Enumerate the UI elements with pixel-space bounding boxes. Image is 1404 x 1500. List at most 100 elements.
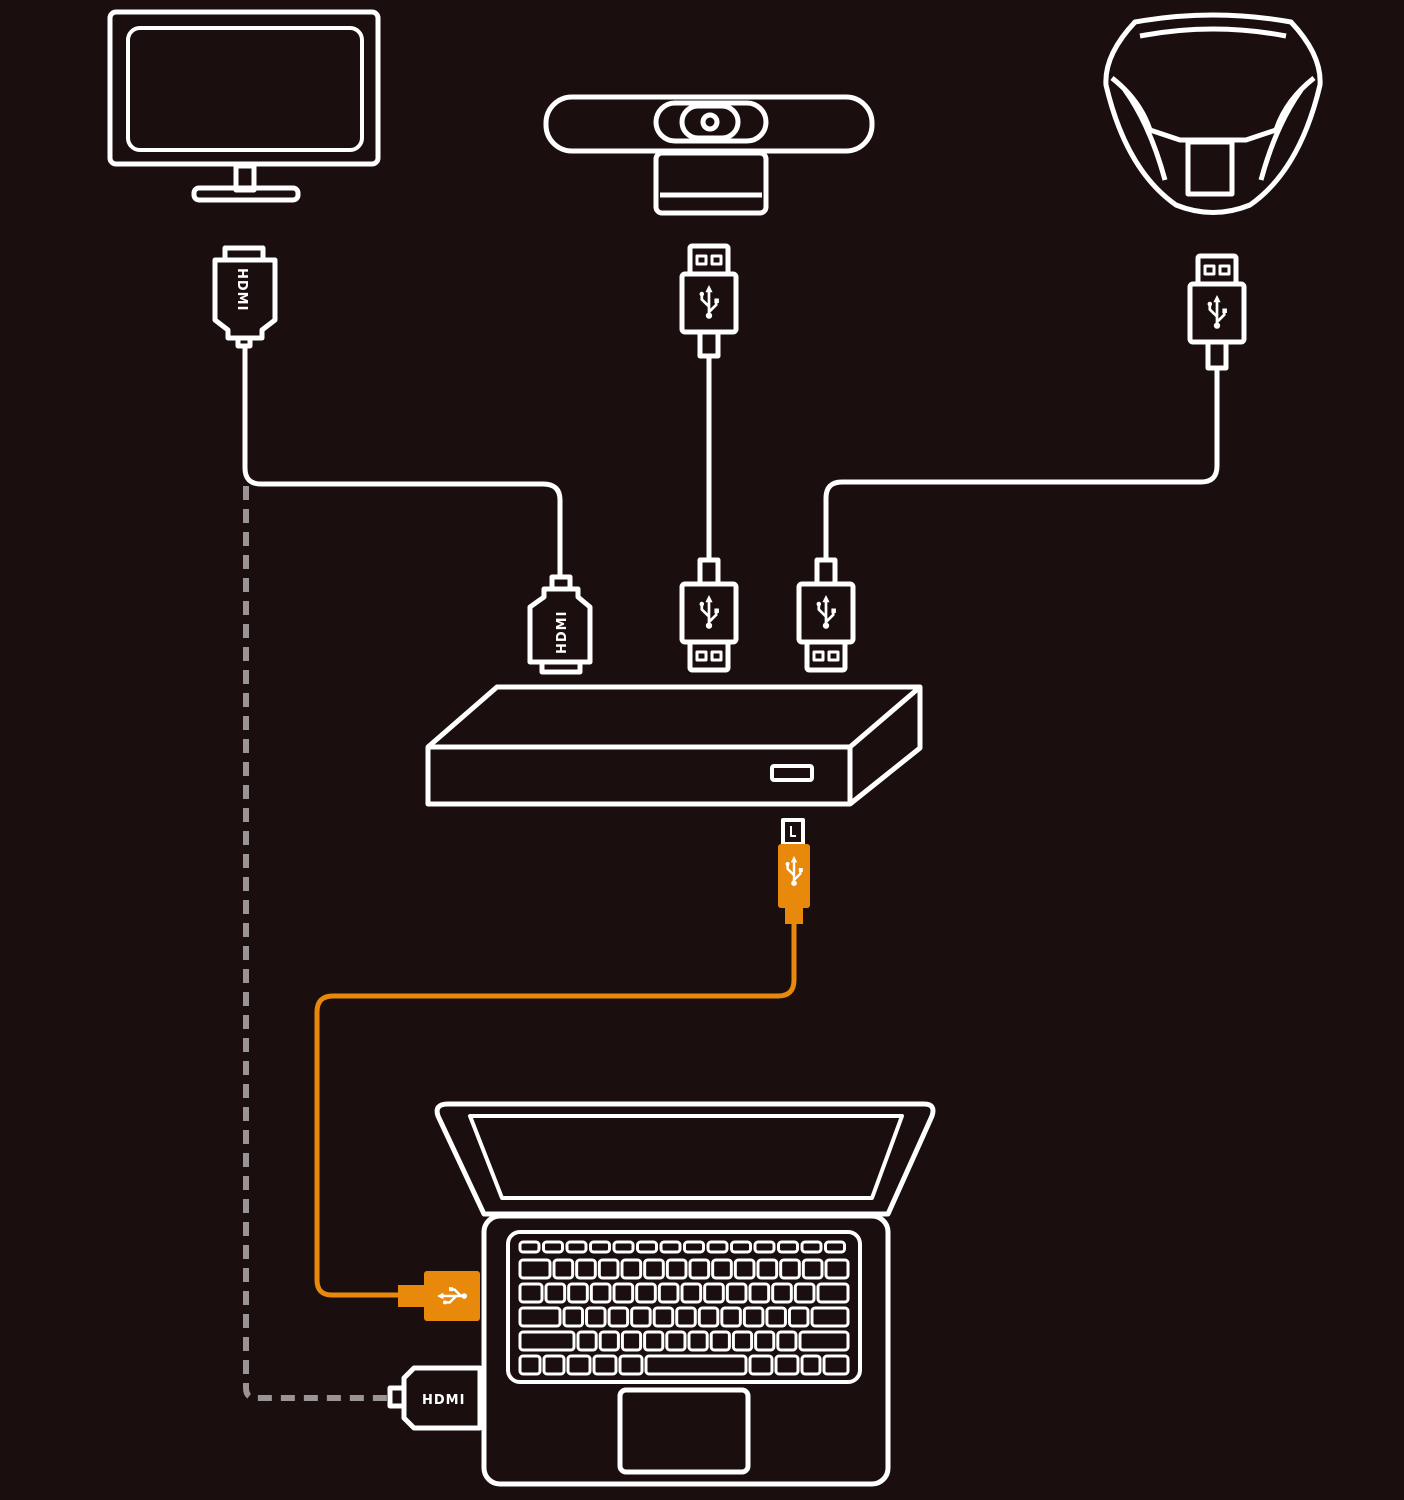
keyboard-key <box>822 1354 850 1376</box>
keyboard-key <box>706 1240 729 1254</box>
keyboard-key <box>777 1240 799 1254</box>
keyboard-key <box>709 1330 731 1352</box>
keyboard-key <box>771 1282 793 1304</box>
keyboard-key <box>630 1306 652 1328</box>
keyboard-key <box>607 1306 630 1328</box>
speaker-cable <box>823 370 1220 560</box>
keyboard-key <box>567 1282 589 1304</box>
keyboard-key <box>518 1240 541 1254</box>
keyboard-key <box>787 1306 810 1328</box>
keyboard-key <box>659 1240 682 1254</box>
usb-connector-speaker <box>1187 253 1247 371</box>
keyboard-key <box>779 1258 801 1280</box>
keyboard <box>518 1240 850 1376</box>
keyboard-key <box>687 1330 709 1352</box>
keyboard-key <box>748 1282 771 1304</box>
keyboard-key <box>644 1354 748 1376</box>
keyboard-key <box>776 1330 798 1352</box>
keyboard-key <box>518 1354 542 1376</box>
keyboard-key <box>518 1258 552 1280</box>
keyboard-key <box>754 1330 776 1352</box>
keyboard-key <box>597 1258 620 1280</box>
hdmi-connector-hub <box>527 574 593 675</box>
keyboard-key <box>688 1258 711 1280</box>
keyboard-key <box>801 1258 824 1280</box>
keyboard-key <box>683 1240 705 1254</box>
keyboard-key <box>518 1282 544 1304</box>
usb-cable-laptop <box>314 924 797 1298</box>
keyboard-key <box>731 1330 754 1352</box>
keyboard-key <box>680 1282 703 1304</box>
keyboard-key <box>620 1258 643 1280</box>
keyboard-key <box>518 1330 576 1352</box>
usb-icon <box>699 595 719 629</box>
usb-connector-webcam <box>679 243 739 359</box>
monitor <box>107 9 381 203</box>
keyboard-key <box>618 1354 644 1376</box>
keyboard-key <box>612 1282 635 1304</box>
keyboard-key <box>643 1330 665 1352</box>
keyboard-key <box>800 1240 823 1254</box>
keyboard-key <box>592 1354 618 1376</box>
hub-box <box>425 684 923 807</box>
usb-icon <box>436 1287 468 1305</box>
keyboard-key <box>824 1240 846 1254</box>
usb-icon <box>816 595 836 629</box>
keyboard-key <box>793 1282 816 1304</box>
keyboard-key <box>636 1240 658 1254</box>
cables <box>242 345 1220 577</box>
keyboard-key <box>598 1330 620 1352</box>
keyboard-key <box>774 1354 800 1376</box>
keyboard-key <box>544 1282 567 1304</box>
usb-icon <box>699 285 719 319</box>
hdmi-label-hub: HDMI <box>555 611 570 654</box>
usb-connector-hub-webcam <box>679 557 739 673</box>
keyboard-key <box>730 1240 752 1254</box>
hdmi-label-laptop: HDMI <box>422 1393 465 1408</box>
keyboard-key <box>657 1282 680 1304</box>
keyboard-key <box>756 1258 779 1280</box>
keyboard-key <box>562 1306 585 1328</box>
keyboard-key <box>652 1306 675 1328</box>
keyboard-key <box>620 1330 643 1352</box>
keyboard-key <box>542 1240 564 1254</box>
optional-hdmi-cable <box>243 486 390 1401</box>
keyboard-key <box>576 1330 598 1352</box>
hdmi-label-monitor: HDMI <box>234 268 249 311</box>
usb-icon <box>785 856 803 886</box>
keyboard-key <box>575 1258 597 1280</box>
monitor-cable <box>242 345 563 577</box>
webcam <box>543 94 875 216</box>
keyboard-key <box>703 1282 725 1304</box>
keyboard-key <box>816 1282 850 1304</box>
keyboard-key <box>518 1306 562 1328</box>
keyboard-key <box>565 1240 588 1254</box>
hdmi-connector-laptop <box>387 1365 483 1431</box>
keyboard-key <box>800 1354 822 1376</box>
usb-connector-hub-speaker <box>796 557 856 673</box>
keyboard-key <box>711 1258 733 1280</box>
keyboard-key <box>824 1258 850 1280</box>
keyboard-key <box>566 1354 592 1376</box>
speakerphone <box>1103 12 1323 215</box>
keyboard-key <box>635 1282 657 1304</box>
keyboard-key <box>643 1258 665 1280</box>
keyboard-key <box>589 1240 611 1254</box>
keyboard-key <box>697 1306 720 1328</box>
keyboard-key <box>733 1258 756 1280</box>
keyboard-key <box>742 1306 765 1328</box>
keyboard-key <box>765 1306 787 1328</box>
keyboard-key <box>552 1258 575 1280</box>
hdmi-connector-monitor <box>212 245 278 349</box>
keyboard-key <box>585 1306 607 1328</box>
keyboard-key <box>542 1354 566 1376</box>
usb-icon <box>1207 295 1227 329</box>
keyboard-key <box>612 1240 635 1254</box>
keyboard-key <box>725 1282 748 1304</box>
keyboard-key <box>665 1258 688 1280</box>
keyboard-key <box>720 1306 742 1328</box>
keyboard-key <box>675 1306 697 1328</box>
keyboard-key <box>748 1354 774 1376</box>
keyboard-key <box>798 1330 850 1352</box>
